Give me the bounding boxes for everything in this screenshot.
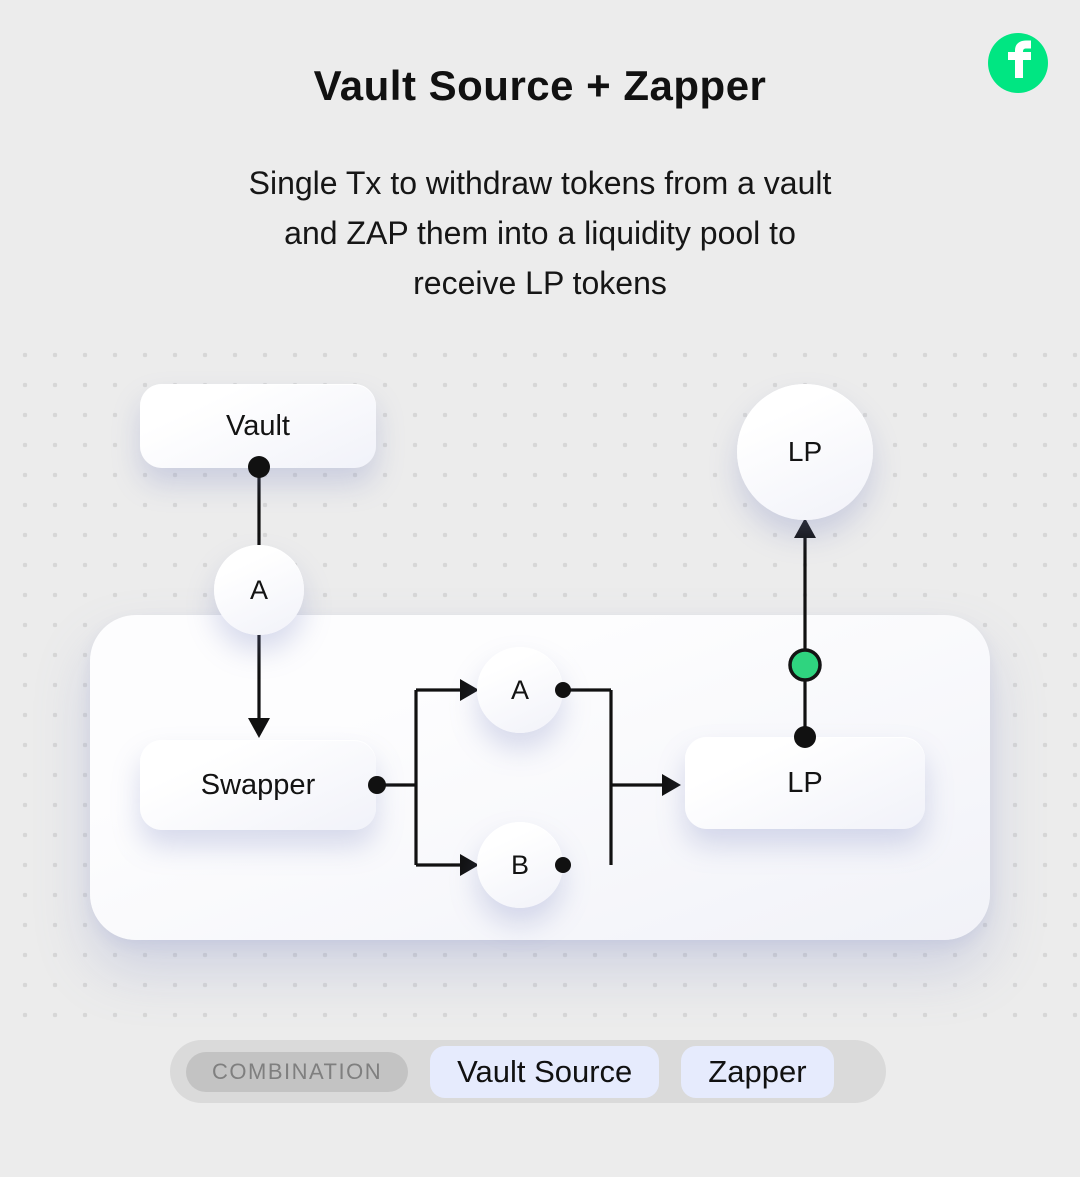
combination-badge: COMBINATION xyxy=(186,1051,409,1092)
node-swapper-label: Swapper xyxy=(200,768,316,801)
node-token-a-between: A xyxy=(214,545,304,635)
subtitle-line: receive LP tokens xyxy=(413,265,667,301)
page-title: Vault Source + Zapper xyxy=(313,62,767,109)
node-token-a-label: A xyxy=(510,674,529,705)
node-token-b: B xyxy=(477,822,563,908)
node-lp-pool-label: LP xyxy=(787,766,823,799)
node-lp-token-label: LP xyxy=(787,436,823,467)
arrowhead-up-to-lp-token xyxy=(794,518,816,538)
node-token-b-label: B xyxy=(510,849,529,880)
arrowhead-to-token-b xyxy=(460,854,479,876)
legend-bar: COMBINATION Vault Source Zapper xyxy=(170,1040,886,1103)
node-vault: Vault xyxy=(140,384,376,468)
node-lp-token: LP xyxy=(737,384,873,520)
node-vault-label: Vault xyxy=(226,409,290,442)
subtitle-line: Single Tx to withdraw tokens from a vaul… xyxy=(248,165,832,201)
tag-vault-source: Vault Source xyxy=(430,1045,660,1098)
arrowhead-down-to-swapper xyxy=(248,718,270,738)
page-subtitle: Single Tx to withdraw tokens from a vaul… xyxy=(0,158,1080,308)
subtitle-line: and ZAP them into a liquidity pool to xyxy=(284,215,796,251)
node-token-a: A xyxy=(477,647,563,733)
tag-zapper: Zapper xyxy=(681,1045,834,1098)
flow-logo-icon xyxy=(988,33,1048,93)
arrowhead-to-lp-pool xyxy=(662,774,681,796)
node-lp-pool: LP xyxy=(685,737,925,829)
node-token-a-between-label: A xyxy=(249,574,268,605)
node-swapper: Swapper xyxy=(140,740,376,830)
arrowhead-to-token-a xyxy=(460,679,479,701)
